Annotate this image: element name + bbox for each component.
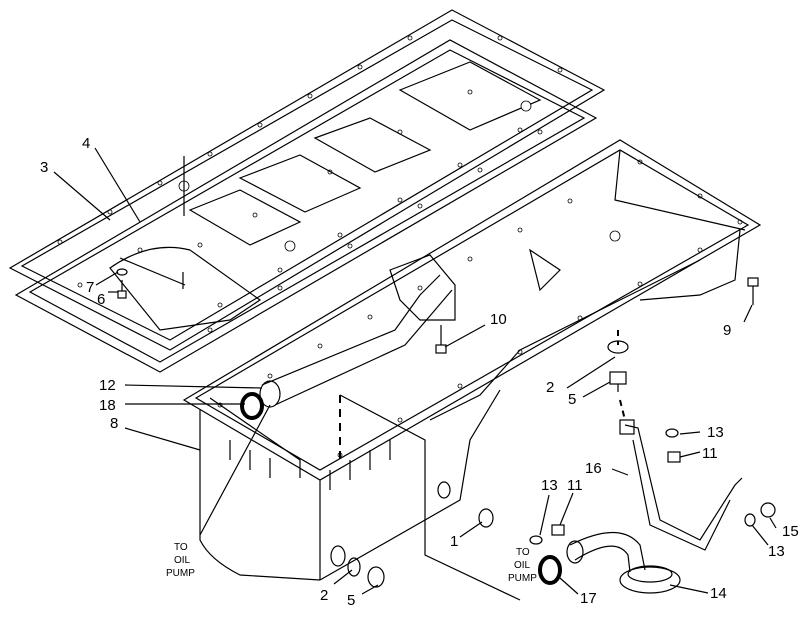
caption-line: OIL	[174, 555, 191, 566]
pickup-tube	[566, 531, 681, 594]
caption-line: TO	[516, 547, 530, 558]
callout-8: 8	[110, 415, 118, 432]
callout-11-upper: 11	[702, 445, 718, 462]
upper-gasket	[8, 9, 606, 351]
callout-10: 10	[490, 311, 507, 328]
callout-12: 12	[99, 377, 116, 394]
callout-16: 16	[585, 460, 602, 477]
caption-to-oil-pump-right: TO OIL PUMP	[508, 547, 537, 584]
callout-6: 6	[97, 291, 105, 308]
callout-17: 17	[580, 590, 597, 607]
support-bracket	[619, 419, 743, 551]
callout-15: 15	[782, 523, 799, 540]
oil-pan	[182, 139, 762, 581]
stiffener-plate	[14, 39, 598, 373]
callout-9: 9	[723, 322, 731, 339]
callout-13-middle: 13	[541, 477, 558, 494]
callout-13-upper: 13	[707, 424, 724, 441]
leader-lines	[53, 147, 777, 595]
seal-ring-pickup	[538, 555, 562, 585]
caption-line: OIL	[514, 560, 531, 571]
callout-2-lower: 2	[320, 587, 328, 604]
assembly-guide-lines	[339, 330, 626, 601]
seal-ring	[240, 392, 264, 420]
callout-11-middle: 11	[567, 477, 583, 494]
suction-tube	[259, 254, 456, 408]
callout-3: 3	[40, 159, 48, 176]
callout-2-upper: 2	[546, 379, 554, 396]
callout-18: 18	[99, 397, 116, 414]
caption-to-oil-pump-left: TO OIL PUMP	[166, 542, 195, 579]
callout-labels: 3 4 7 6 8 9 10 12 18 2 5 1 2 5 13 11 16 …	[40, 135, 799, 609]
callout-4: 4	[82, 135, 90, 152]
caption-line: PUMP	[508, 573, 537, 584]
callout-13-lower: 13	[768, 543, 785, 560]
fasteners	[116, 268, 776, 588]
callout-14: 14	[710, 585, 727, 602]
callout-7: 7	[86, 279, 94, 296]
caption-line: TO	[174, 542, 188, 553]
callout-5-lower: 5	[347, 592, 355, 609]
caption-line: PUMP	[166, 568, 195, 579]
callout-1: 1	[450, 533, 458, 550]
callout-5-upper: 5	[568, 391, 576, 408]
